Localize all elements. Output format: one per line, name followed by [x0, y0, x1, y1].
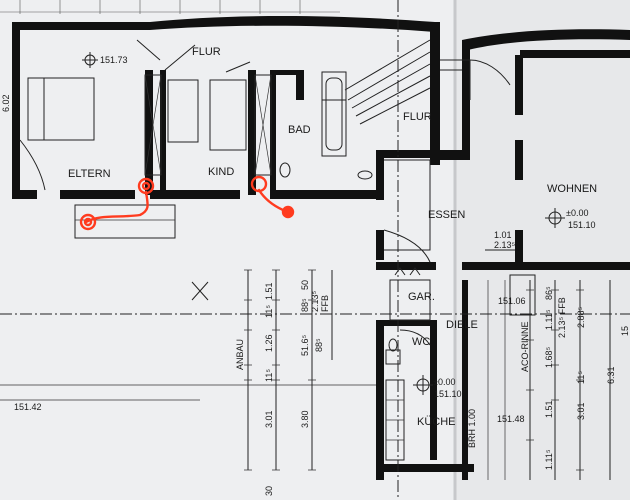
- dim-d10: 88⁵: [314, 338, 324, 352]
- room-label-diele: DIELE: [446, 319, 478, 331]
- room-label-essen: ESSEN: [428, 209, 465, 221]
- red-mark-eltern-end: [79, 213, 97, 231]
- level-left-edge: 151.42: [14, 402, 42, 412]
- level-kueche-abs: 151.10: [434, 389, 462, 399]
- dim-d25: BRH 1.00: [467, 409, 477, 448]
- dim-d19: 1.68⁵: [544, 346, 554, 368]
- room-label-kind: KIND: [208, 166, 234, 178]
- dim-d8: 2.13⁵: [310, 290, 320, 312]
- level-wohnen-rel: ±0.00: [566, 208, 588, 218]
- level-mid: 151.48: [497, 414, 525, 424]
- dim-d21: 6.31: [606, 366, 616, 384]
- room-label-flur-right: FLUR: [403, 111, 432, 123]
- dim-d11: FFB: [320, 295, 330, 312]
- dim-d26: ACO-RINNE: [520, 321, 530, 372]
- dim-d27: 11⁵: [264, 305, 274, 318]
- plan-lines: [0, 39, 536, 480]
- room-label-eltern: ELTERN: [68, 168, 111, 180]
- dim-d7: 88⁵: [300, 298, 310, 312]
- top-grid: [0, 0, 340, 14]
- red-annotations: [79, 175, 295, 231]
- paper-right-page: [455, 0, 630, 500]
- room-label-bad: BAD: [288, 124, 311, 136]
- room-label-wc: WC: [412, 336, 430, 348]
- dim-d17: 2.13⁵ FFB: [557, 297, 567, 338]
- level-marker-wohnen: [545, 208, 565, 228]
- dim-d1: 1.51: [264, 282, 274, 300]
- level-marker-eltern: [82, 52, 98, 68]
- room-label-flur-top: FLUR: [192, 46, 221, 58]
- dim-d18: 2.88⁵: [576, 306, 586, 328]
- room-label-kueche: KÜCHE: [417, 416, 456, 428]
- dim-d13: 1.01: [494, 230, 512, 240]
- walls: [12, 16, 630, 480]
- level-marker-kueche: [413, 375, 433, 395]
- dim-d12: 30: [264, 486, 274, 496]
- dim-d4: 3.01: [264, 410, 274, 428]
- red-line-kind: [257, 188, 285, 212]
- dim-d5: 3.80: [300, 410, 310, 428]
- dim-d2: 1.26: [264, 334, 274, 352]
- level-kueche-rel: ±0.00: [433, 377, 455, 387]
- red-mark-kind-end: [281, 205, 295, 219]
- dim-d3: 11⁵: [264, 369, 274, 382]
- room-label-wohnen: WOHNEN: [547, 183, 597, 195]
- dim-d28: 15: [620, 326, 630, 336]
- dim-wall-height: 6.02: [1, 94, 11, 112]
- level-eltern: 151.73: [100, 55, 128, 65]
- dim-d6: 50: [300, 280, 310, 290]
- dim-d22: 1.51: [544, 400, 554, 418]
- dim-d24: 1.11⁵: [544, 449, 554, 470]
- level-wohnen-abs: 151.10: [568, 220, 596, 230]
- dim-anbau: ANBAU: [235, 339, 245, 370]
- dim-d23: 3.01: [576, 402, 586, 420]
- dim-d14: 2.13⁵: [494, 240, 516, 250]
- level-diele: 151.06: [498, 296, 526, 306]
- room-label-gar: GAR.: [408, 291, 435, 303]
- dim-d15: 86⁵: [544, 286, 554, 300]
- dim-d20: 11⁵: [576, 371, 586, 384]
- red-line-eltern: [84, 190, 149, 224]
- dim-d9: 51.6⁵: [300, 334, 310, 356]
- dim-d16: 1.11⁵: [544, 309, 554, 330]
